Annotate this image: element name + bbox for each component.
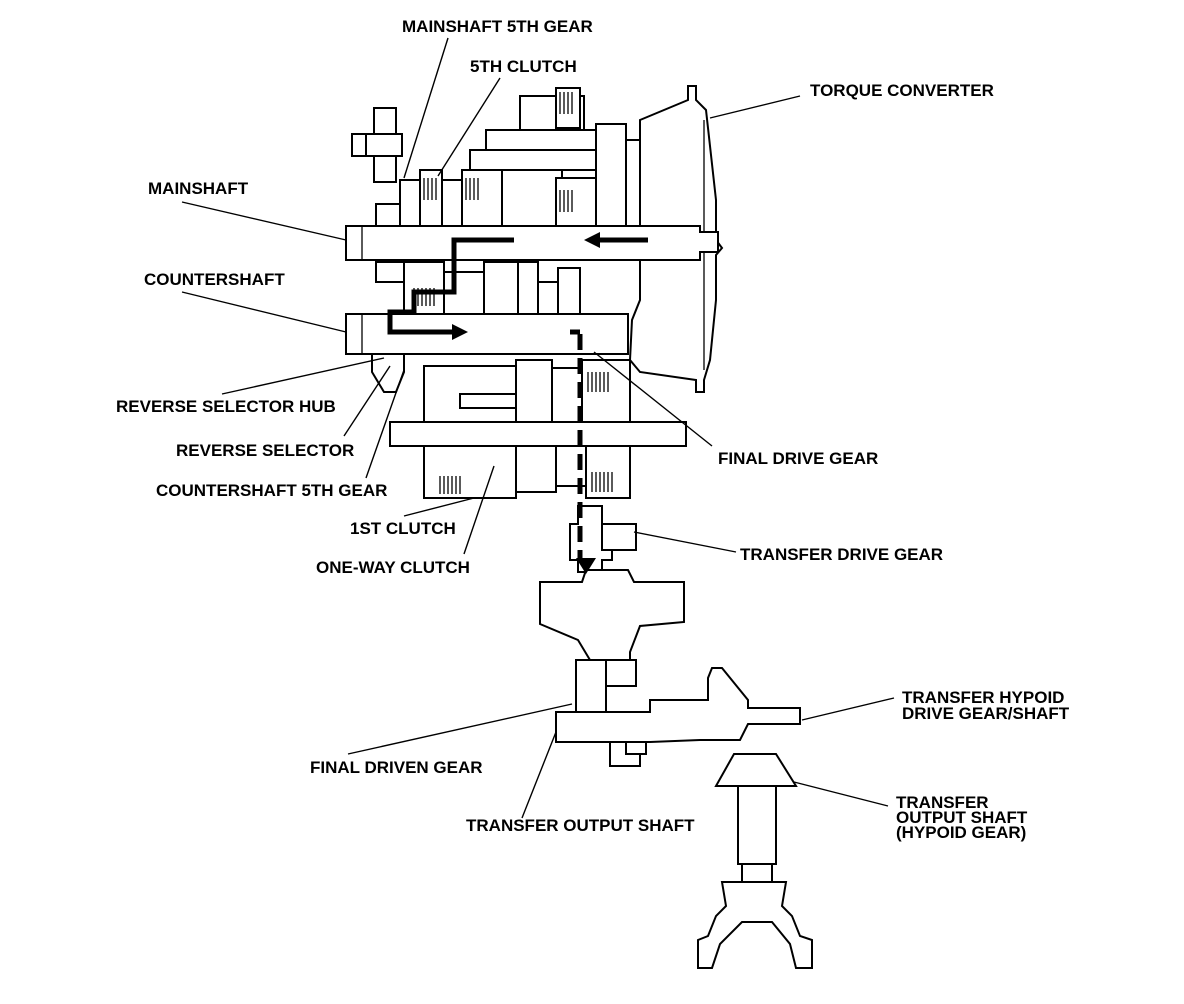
- label-reverse-selector-hub: REVERSE SELECTOR HUB: [116, 397, 336, 416]
- transfer-output-assembly: [555, 659, 801, 767]
- label-final-driven-gear: FINAL DRIVEN GEAR: [310, 758, 483, 777]
- label-final-drive-gear: FINAL DRIVE GEAR: [718, 449, 879, 468]
- label-mainshaft: MAINSHAFT: [148, 179, 249, 198]
- hypoid-output-shaft: [697, 753, 813, 969]
- label-countershaft: COUNTERSHAFT: [144, 270, 285, 289]
- label-countershaft-5th-gear: COUNTERSHAFT 5TH GEAR: [156, 481, 388, 500]
- label-transfer-hypoid-drive-gear-line1: TRANSFER HYPOID: [902, 688, 1065, 707]
- power-flow-path: [387, 232, 648, 574]
- label-reverse-selector: REVERSE SELECTOR: [176, 441, 355, 460]
- label-transfer-drive-gear: TRANSFER DRIVE GEAR: [740, 545, 944, 564]
- secondary-shaft-gear-stack: [423, 359, 631, 499]
- label-mainshaft-5th-gear: MAINSHAFT 5TH GEAR: [402, 17, 593, 36]
- label-transfer-output-hypoid-line3: (HYPOID GEAR): [896, 823, 1027, 842]
- label-1st-clutch: 1ST CLUTCH: [350, 519, 456, 538]
- label-one-way-clutch: ONE-WAY CLUTCH: [316, 558, 470, 577]
- label-transfer-hypoid-drive-gear-line2: DRIVE GEAR/SHAFT: [902, 704, 1070, 723]
- countershaft-gear-stack: [375, 261, 581, 315]
- label-5th-clutch: 5TH CLUTCH: [470, 57, 577, 76]
- label-transfer-output-shaft: TRANSFER OUTPUT SHAFT: [466, 816, 695, 835]
- label-transfer-output-hypoid-line1: TRANSFER: [896, 793, 989, 812]
- leader-lines: [181, 37, 895, 819]
- label-transfer-output-hypoid-line2: OUTPUT SHAFT: [896, 808, 1028, 827]
- mainshaft-body: [345, 225, 719, 261]
- mainshaft-gear-stack: [351, 87, 641, 227]
- label-torque-converter: TORQUE CONVERTER: [810, 81, 994, 100]
- final-driven-gear: [539, 569, 685, 661]
- secondary-shaft: [389, 421, 687, 447]
